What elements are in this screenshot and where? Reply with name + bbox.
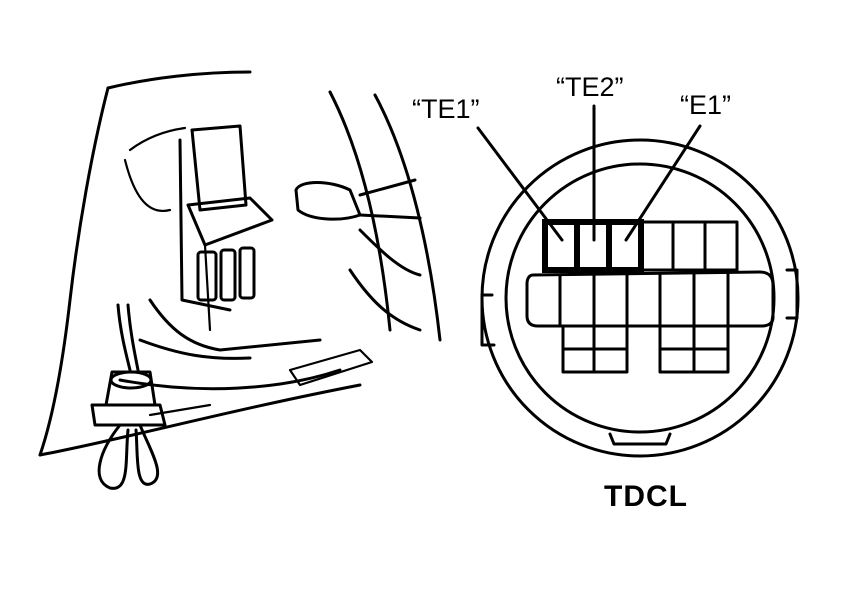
left-lug [480, 293, 496, 347]
terminal-e1 [606, 219, 644, 273]
te1-leader-line [476, 126, 564, 242]
tdcl-connector [476, 104, 800, 458]
terminal [703, 220, 739, 272]
dashboard-illustration [38, 70, 442, 490]
terminal-te1 [542, 219, 580, 273]
bottom-key [608, 432, 672, 446]
terminal [639, 220, 675, 272]
label-te1: “TE1” [412, 94, 480, 124]
label-te2: “TE2” [556, 72, 624, 102]
right-lug [785, 268, 799, 320]
terminal-grid [525, 219, 775, 374]
caption-tdcl: TDCL [604, 480, 688, 513]
e1-leader-line [624, 124, 702, 242]
connector-outer-ring [480, 138, 800, 458]
terminal [671, 220, 707, 272]
middle-row-housing [525, 270, 775, 328]
label-e1: “E1” [680, 90, 731, 120]
connector-inner-ring [504, 162, 776, 434]
